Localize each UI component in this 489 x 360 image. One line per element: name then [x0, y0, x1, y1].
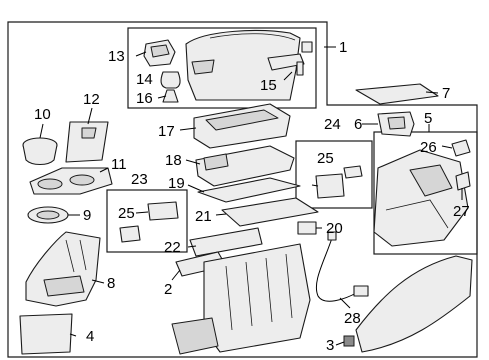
- part-3-clip: [343, 335, 355, 347]
- part-4-panel: [19, 313, 73, 355]
- part-screw: [301, 41, 313, 53]
- part-1-armrest-lid: [185, 30, 301, 101]
- part-8-front-housing: [25, 231, 101, 307]
- callout-10: 10: [34, 106, 51, 123]
- callout-2: 2: [164, 281, 172, 298]
- callout-13: 13: [108, 48, 125, 65]
- part-25-bracket-lower: [147, 201, 179, 221]
- part-21-tray: [221, 197, 319, 227]
- part-22-lid: [189, 227, 263, 257]
- callout-20: 20: [326, 220, 343, 237]
- callout-16: 16: [136, 90, 153, 107]
- console-body: [171, 243, 311, 355]
- group-box-5: [373, 131, 478, 255]
- callout-4: 4: [86, 328, 94, 345]
- part-27-clip: [455, 171, 471, 191]
- callout-7: 7: [442, 85, 450, 102]
- callout-9: 9: [83, 207, 91, 224]
- callout-11: 11: [111, 156, 127, 173]
- callout-24: 24: [324, 116, 341, 133]
- callout-27: 27: [453, 203, 470, 220]
- part-12-bezel: [65, 121, 109, 163]
- callout-25-upper: 25: [317, 150, 334, 167]
- part-26-clip: [451, 139, 471, 157]
- group-box-23: [106, 189, 188, 253]
- part-6-bezel: [377, 111, 415, 137]
- callout-26: 26: [420, 139, 437, 156]
- callout-21: 21: [195, 208, 212, 225]
- part-13-bezel: [143, 39, 176, 67]
- callouts: 1 2 3 4 5 6 7 8 9 10 11 12 13 14 15 16 1…: [34, 39, 470, 354]
- callout-19: 19: [168, 175, 185, 192]
- callout-3: 3: [326, 337, 334, 354]
- part-3-side-trim: [355, 255, 473, 353]
- callout-5: 5: [424, 110, 432, 127]
- part-25-bracket-upper: [315, 165, 363, 199]
- callout-15: 15: [260, 77, 277, 94]
- group-box-1: [127, 27, 317, 109]
- part-17-armrest-base: [193, 103, 291, 149]
- callout-23: 23: [131, 171, 148, 188]
- callout-18: 18: [165, 152, 182, 169]
- part-16-boot: [162, 89, 179, 103]
- callout-25-lower: 25: [118, 205, 135, 222]
- leader-lines: [39, 46, 463, 346]
- callout-1: 1: [339, 39, 347, 56]
- part-23-clip: [119, 225, 141, 243]
- callout-8: 8: [107, 275, 115, 292]
- callout-6: 6: [354, 116, 362, 133]
- part-20-clip: [297, 221, 317, 235]
- group-box-24: [295, 140, 373, 209]
- part-15-latch: [267, 53, 305, 76]
- main-frame: [7, 21, 478, 358]
- part-18-bracket: [195, 145, 295, 187]
- part-28-harness: [316, 231, 369, 302]
- callout-12: 12: [83, 91, 100, 108]
- callout-28: 28: [344, 310, 361, 327]
- part-5-side-panel: [373, 149, 469, 247]
- part-10-cup-insert: [22, 137, 58, 166]
- part-14-knob: [160, 71, 181, 89]
- part-19-plate: [197, 177, 301, 203]
- part-11-cupholder: [29, 167, 113, 195]
- callout-17: 17: [158, 123, 175, 140]
- callout-14: 14: [136, 71, 153, 88]
- part-7-trim-panel: [355, 83, 439, 105]
- part-9-ring: [27, 206, 69, 224]
- callout-22: 22: [164, 239, 181, 256]
